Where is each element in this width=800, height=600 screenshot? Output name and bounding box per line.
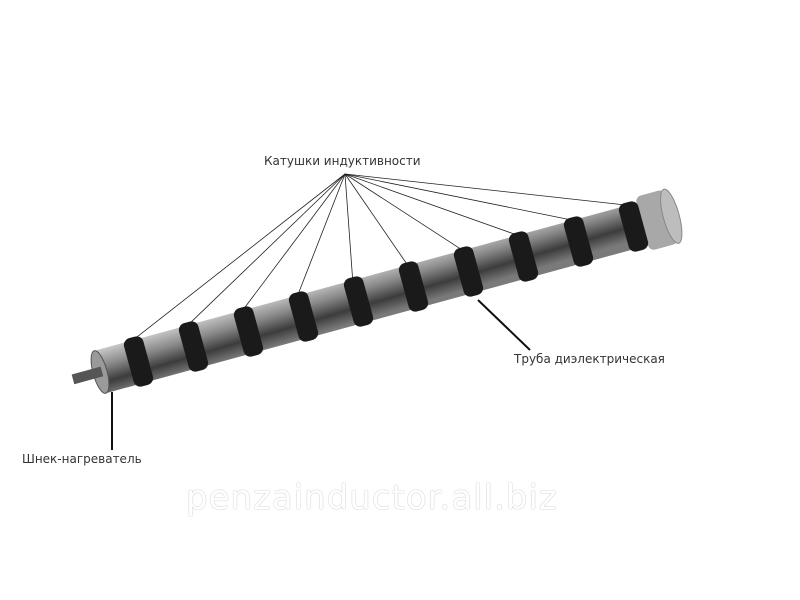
coil-leader-line: [344, 173, 628, 206]
coil-leader-line: [344, 173, 354, 281]
coil-leader-line: [344, 173, 409, 266]
induction-coil: [508, 231, 539, 282]
watermark: penzainductor.all.biz: [186, 478, 558, 518]
auger-label: Шнек-нагреватель: [22, 452, 142, 466]
coil-leader-line: [297, 173, 346, 296]
coils-label: Катушки индуктивности: [264, 154, 421, 168]
end-cap-face: [660, 188, 683, 244]
coil-leader-line: [344, 173, 463, 251]
coil-leader-line: [187, 173, 346, 326]
coil-leader-line: [242, 173, 346, 311]
induction-coil: [233, 306, 264, 357]
coil-leader-line: [132, 173, 346, 341]
coil-group: [123, 201, 649, 387]
induction-coil: [453, 246, 484, 297]
induction-coil: [563, 216, 594, 267]
coil-leader-line: [344, 173, 573, 221]
tube-label: Труба диэлектрическая: [514, 352, 665, 366]
induction-coil: [123, 336, 154, 387]
tube-body: [71, 188, 683, 394]
induction-coil: [618, 201, 649, 252]
coil-leader-line: [344, 173, 518, 236]
induction-coil: [178, 321, 209, 372]
induction-coil: [288, 291, 319, 342]
induction-coil: [343, 276, 374, 327]
coil-leader-lines: [132, 173, 628, 341]
auger-shaft: [71, 366, 104, 385]
dielectric-tube: [71, 188, 683, 394]
induction-coil: [398, 261, 429, 312]
tube-leader-line: [477, 299, 531, 351]
induction-coils: [123, 201, 649, 387]
